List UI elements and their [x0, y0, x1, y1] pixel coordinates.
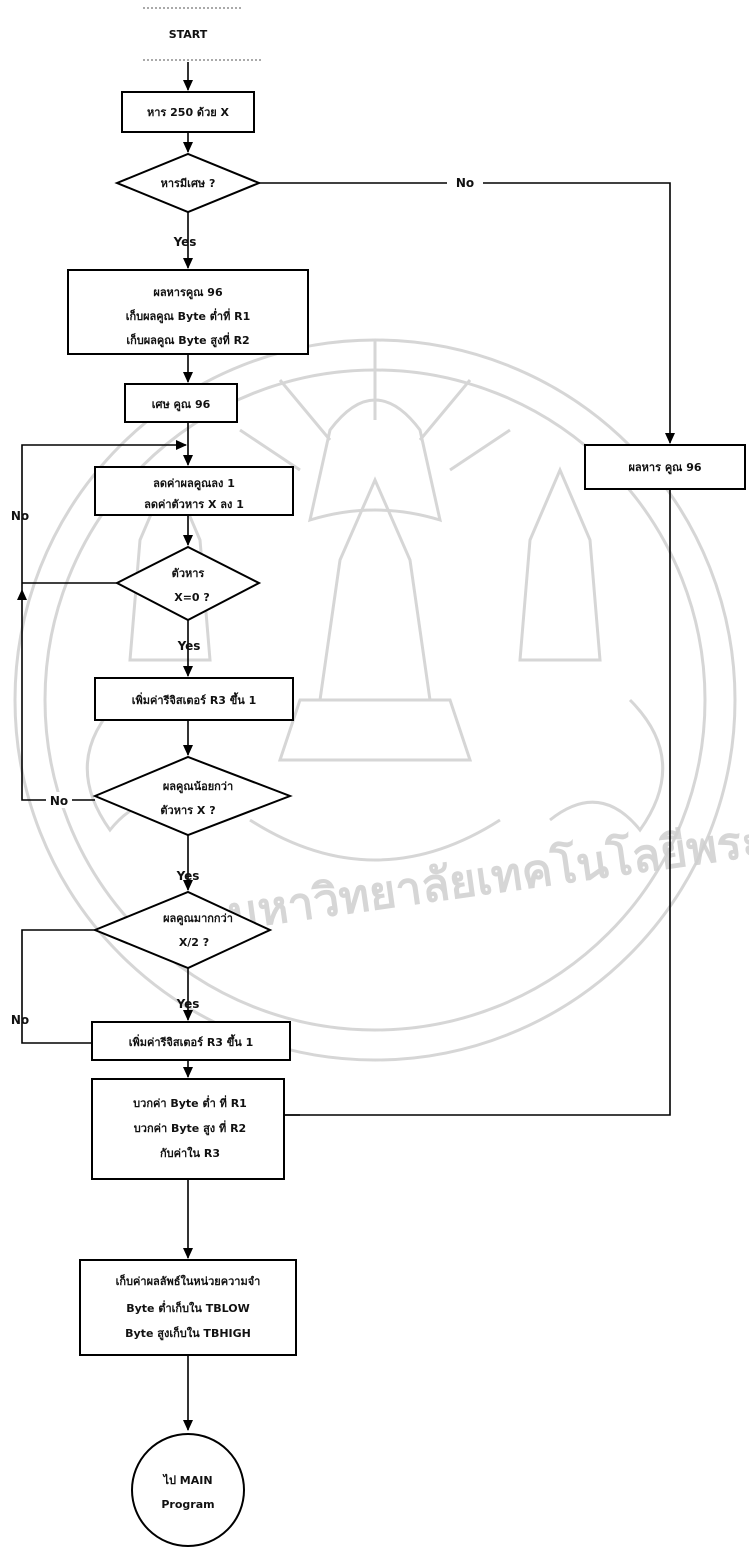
yes-label-4: Yes [176, 997, 200, 1011]
yes-label-1: Yes [173, 235, 197, 249]
start-label: START [169, 28, 208, 41]
divisor-zero-line-2: X=0 ? [174, 591, 210, 604]
add-line-2: บวกค่า Byte สูง ที่ R2 [134, 1120, 246, 1136]
quotient-line-2: เก็บผลคูณ Byte ต่ำที่ R1 [126, 308, 251, 324]
add-line-1: บวกค่า Byte ต่ำ ที่ R1 [133, 1095, 247, 1110]
quotient-line-1: ผลหารคูณ 96 [153, 286, 223, 300]
decrement-line-2: ลดค่าตัวหาร X ลง 1 [144, 498, 244, 511]
add-line-3: กับค่าใน R3 [160, 1146, 220, 1160]
no-label-4: No [11, 1013, 29, 1027]
divisor-zero-line-1: ตัวหาร [172, 567, 205, 580]
increment-r3-label-1: เพิ่มค่ารีจิสเตอร์ R3 ขึ้น 1 [132, 692, 257, 707]
store-line-1: เก็บค่าผลลัพธ์ในหน่วยความจำ [116, 1274, 261, 1288]
no-remainder-mul-label: ผลหาร คูณ 96 [628, 461, 701, 475]
decrement-line-1: ลดค่าผลคูณลง 1 [153, 477, 235, 491]
remainder-mul-process [124, 383, 238, 423]
divisor-zero-decision [114, 545, 262, 622]
no-label-3: No [50, 794, 68, 808]
increment-r3-process-1 [94, 677, 294, 721]
end-line-2: Program [161, 1498, 214, 1511]
divide-label: หาร 250 ด้วย X [147, 106, 230, 119]
end-line-1: ไป MAIN [161, 1473, 212, 1487]
store-process [79, 1259, 297, 1356]
end-terminal [131, 1433, 245, 1547]
store-line-3: Byte สูงเก็บใน TBHIGH [125, 1326, 251, 1341]
increment-r3-label-2: เพิ่มค่ารีจิสเตอร์ R3 ขึ้น 1 [129, 1034, 254, 1049]
greater-than-half-decision [92, 890, 273, 970]
less-than-divisor-line-1: ผลคูณน้อยกว่า [163, 780, 233, 794]
yes-label-2: Yes [177, 639, 201, 653]
store-line-2: Byte ต่ำเก็บใน TBLOW [126, 1300, 250, 1315]
less-than-divisor-line-2: ตัวหาร X ? [160, 804, 215, 817]
start-terminal: START [143, 7, 262, 61]
yes-label-3: Yes [176, 869, 200, 883]
no-label-1: No [456, 176, 474, 190]
quotient-line-3: เก็บผลคูณ Byte สูงที่ R2 [126, 332, 249, 348]
greater-than-half-line-1: ผลคูณมากกว่า [163, 912, 233, 926]
no-remainder-mul-process [584, 444, 746, 490]
less-than-divisor-decision [92, 755, 293, 837]
remainder-mul-label: เศษ คูณ 96 [152, 398, 211, 412]
greater-than-half-line-2: X/2 ? [179, 936, 209, 949]
increment-r3-process-2 [91, 1021, 291, 1061]
no-label-2: No [11, 509, 29, 523]
has-remainder-label: หารมีเศษ ? [161, 177, 216, 190]
decrement-process [94, 466, 294, 516]
add-process [91, 1078, 285, 1180]
